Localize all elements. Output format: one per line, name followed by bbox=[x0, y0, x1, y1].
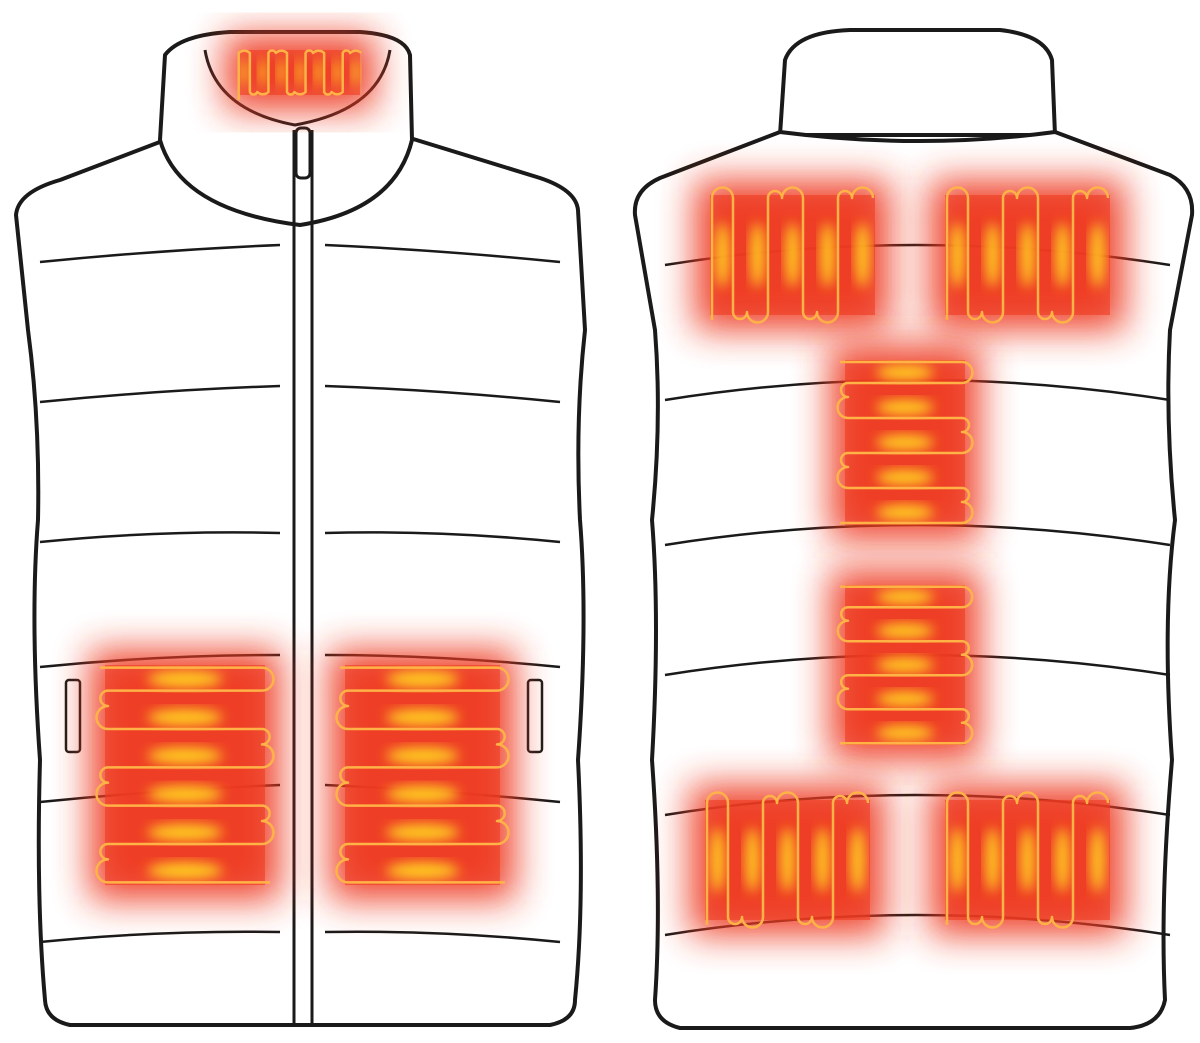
heating-element-icon bbox=[830, 570, 980, 760]
heating-element-icon bbox=[690, 785, 885, 935]
quilt-line bbox=[324, 243, 561, 264]
heating-element-icon bbox=[830, 345, 980, 540]
heating-zones bbox=[90, 35, 1125, 935]
quilt-line bbox=[324, 531, 561, 544]
heating-element-icon bbox=[930, 180, 1125, 330]
heating-element-icon bbox=[90, 650, 280, 900]
quilt-line bbox=[39, 384, 281, 404]
front-pocket-right bbox=[526, 678, 544, 754]
front-pocket-left bbox=[64, 678, 82, 754]
quilt-line bbox=[324, 930, 561, 944]
quilt-line bbox=[39, 531, 281, 544]
quilt-line bbox=[39, 243, 281, 264]
heating-element-icon bbox=[225, 35, 375, 110]
heating-element-icon bbox=[330, 650, 515, 900]
quilt-line bbox=[39, 930, 281, 944]
heating-element-icon bbox=[930, 785, 1125, 935]
zipper bbox=[292, 126, 314, 1025]
back-collar bbox=[778, 28, 1057, 137]
quilt-line bbox=[324, 384, 561, 404]
heating-element-icon bbox=[695, 180, 890, 330]
